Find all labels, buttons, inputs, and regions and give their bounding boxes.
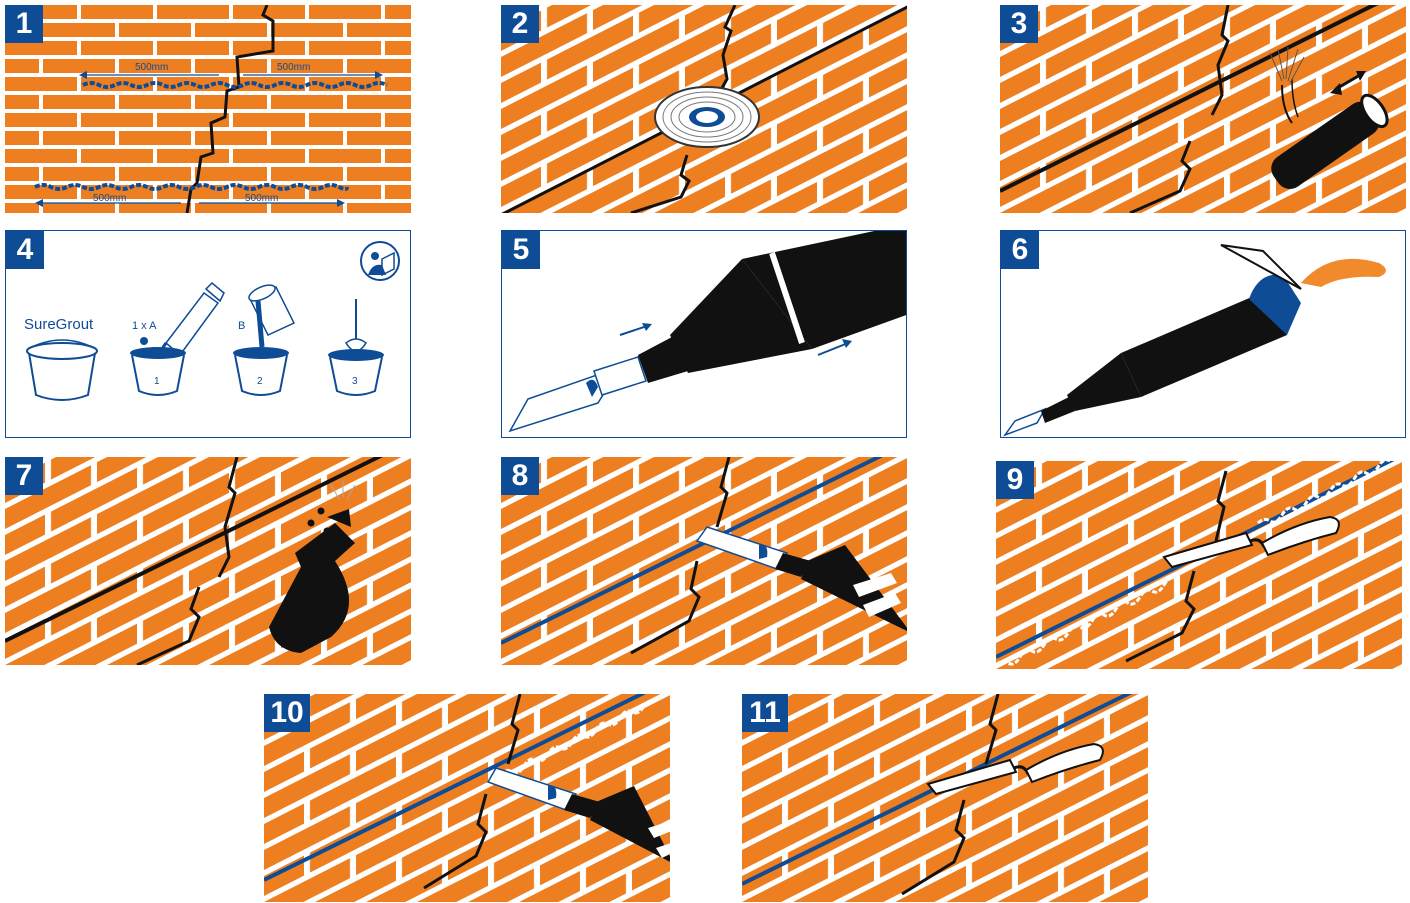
step-8-panel: 8: [501, 457, 907, 665]
step-number-badge: 1: [5, 5, 43, 43]
product-name-label: SureGrout: [24, 316, 94, 333]
grouting-joint-diagram: [501, 457, 907, 665]
step-3-panel: 3: [1000, 5, 1406, 213]
stage-label-2: 2: [257, 376, 263, 387]
step-number-badge: 11: [742, 694, 788, 732]
pointing-trowel-icon: [926, 742, 1104, 796]
stage-label-1: 1: [154, 376, 160, 387]
step-number-badge: 9: [996, 461, 1034, 499]
empty-bucket-icon: [26, 339, 98, 401]
grout-gun-nozzle-diagram: [508, 231, 906, 433]
step-number-badge: 10: [264, 694, 310, 732]
blowing-out-dust-diagram: [1000, 5, 1406, 213]
grout-gun-nozzle-icon: [508, 231, 906, 433]
step-11-panel: 11: [742, 694, 1148, 902]
step-10-panel: 10: [264, 694, 670, 902]
step-number-badge: 8: [501, 457, 539, 495]
grouting-over-bar-diagram: [264, 694, 670, 902]
step-5-panel: 5: [501, 230, 907, 438]
part-a-label: 1 x A: [132, 320, 157, 332]
finishing-joint-diagram: [742, 694, 1148, 902]
step-7-panel: 7: [5, 457, 411, 665]
step-9-panel: 9: [996, 461, 1402, 669]
dimension-label-top-right: 500mm: [277, 62, 310, 73]
stage-label-3: 3: [352, 376, 358, 387]
loading-grout-gun-diagram: [1002, 244, 1386, 437]
dust-blower-icon: [1269, 46, 1389, 189]
spray-bottle-icon: [269, 481, 356, 653]
grout-gun-nozzle-icon: [486, 767, 670, 862]
step-number-badge: 3: [1000, 5, 1038, 43]
step-number-badge: 4: [6, 231, 44, 269]
step-6-panel: 6: [1000, 230, 1406, 438]
dimension-label-top-left: 500mm: [135, 62, 168, 73]
brick-wall-crack-diagram: 500mm 500mm 500mm 500mm: [5, 5, 411, 213]
step-1-panel: 500mm 500mm 500mm 500mm 1: [5, 5, 411, 213]
grout-gun-nozzle-icon: [695, 526, 907, 632]
pour-liquid-icon: [130, 281, 225, 396]
pointing-trowel-icon: [1162, 515, 1340, 569]
step-number-badge: 2: [501, 5, 539, 43]
mixing-grout-diagram: SureGrout 1 x A 1 B 2: [24, 241, 400, 401]
raking-helical-bar-diagram: [996, 461, 1402, 669]
step-number-badge: 6: [1001, 231, 1039, 269]
step-number-badge: 5: [502, 231, 540, 269]
grinding-mortar-diagram: [501, 5, 907, 213]
dampening-joint-diagram: [5, 457, 411, 665]
angle-grinder-disc-icon: [654, 86, 760, 148]
pour-powder-icon: [233, 284, 296, 396]
step-number-badge: 7: [5, 457, 43, 495]
dimension-label-bottom-left: 500mm: [93, 193, 126, 204]
read-instructions-icon: [360, 241, 400, 281]
mixing-paddle-icon: [328, 299, 384, 396]
part-b-label: B: [238, 320, 245, 332]
step-4-panel: SureGrout 1 x A 1 B 2: [5, 230, 411, 438]
dimension-label-bottom-right: 500mm: [245, 193, 278, 204]
loading-grout-gun-icon: [1002, 244, 1386, 437]
step-2-panel: 2: [501, 5, 907, 213]
